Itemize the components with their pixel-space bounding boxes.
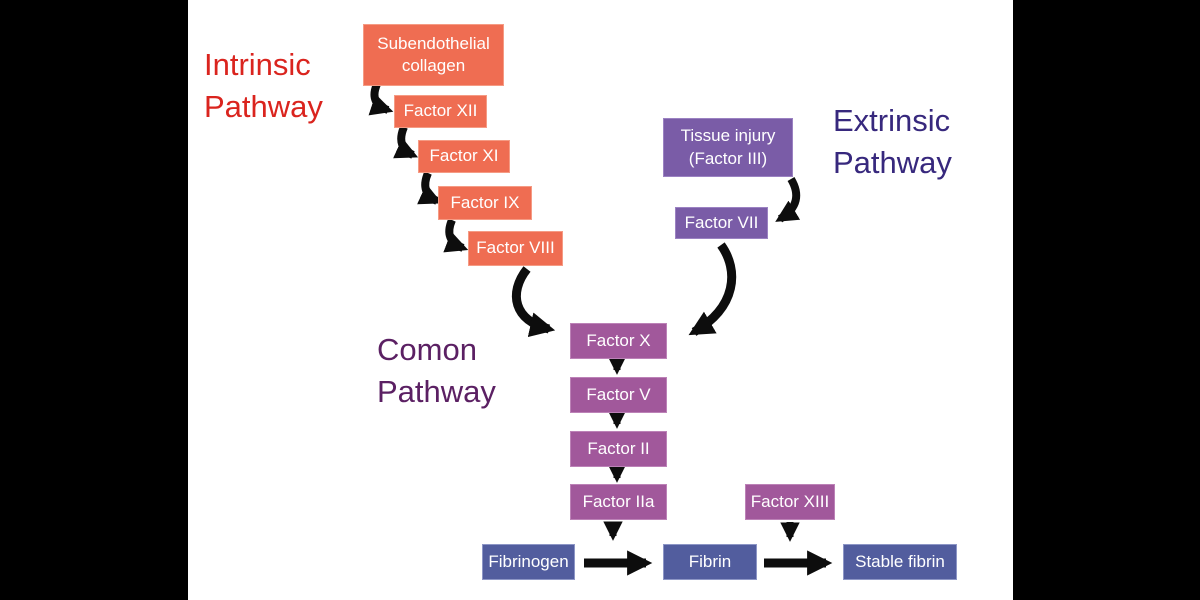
node-factor-v: Factor V <box>570 377 667 413</box>
node-factor-viii: Factor VIII <box>468 231 563 266</box>
node-subendothelial-collagen: Subendothelial collagen <box>363 24 504 86</box>
common-label-line1: Comon <box>377 332 477 367</box>
intrinsic-label-line1: Intrinsic <box>204 47 311 82</box>
extrinsic-label-line1: Extrinsic <box>833 103 951 138</box>
node-factor-vii: Factor VII <box>675 207 768 239</box>
node-stable-fibrin: Stable fibrin <box>843 544 957 580</box>
node-factor-x: Factor X <box>570 323 667 359</box>
intrinsic-label-line2: Pathway <box>204 89 323 124</box>
node-factor-xii: Factor XII <box>394 95 487 128</box>
node-factor-ii: Factor II <box>570 431 667 467</box>
intrinsic-pathway-label: Intrinsic Pathway <box>204 44 323 128</box>
extrinsic-pathway-label: Extrinsic Pathway <box>833 100 952 184</box>
node-factor-xiii: Factor XIII <box>745 484 835 520</box>
node-factor-iia: Factor IIa <box>570 484 667 520</box>
common-label-line2: Pathway <box>377 374 496 409</box>
common-pathway-label: Comon Pathway <box>377 329 496 413</box>
node-factor-ix: Factor IX <box>438 186 532 220</box>
node-factor-xi: Factor XI <box>418 140 510 173</box>
extrinsic-label-line2: Pathway <box>833 145 952 180</box>
node-fibrinogen: Fibrinogen <box>482 544 575 580</box>
node-tissue-injury: Tissue injury (Factor III) <box>663 118 793 177</box>
node-fibrin: Fibrin <box>663 544 757 580</box>
